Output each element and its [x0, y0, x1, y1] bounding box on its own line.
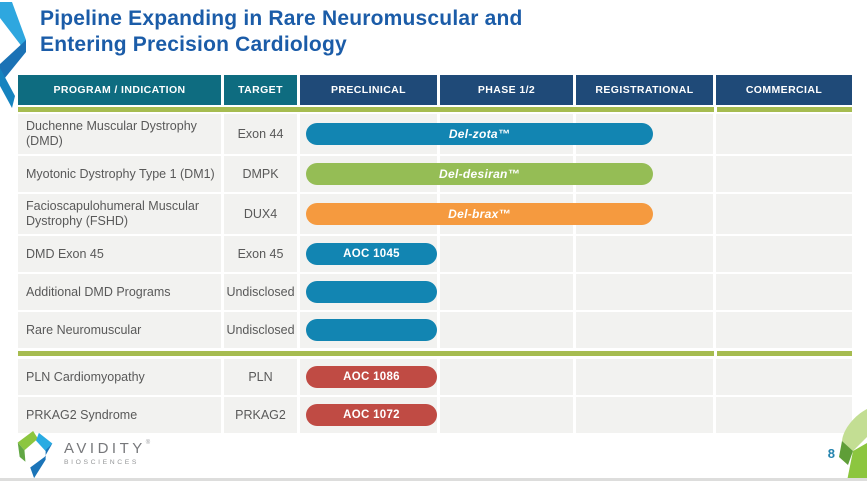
pipeline-row: Myotonic Dystrophy Type 1 (DM1) DMPK Del… [18, 156, 852, 192]
phase12-cell [440, 312, 573, 348]
target-label: Exon 45 [237, 247, 284, 261]
pipeline-row: Rare Neuromuscular Undisclosed [18, 312, 852, 348]
program-label: Rare Neuromuscular [26, 322, 142, 337]
program-cell: Facioscapulohumeral Muscular Dystrophy (… [18, 194, 221, 234]
program-label: Facioscapulohumeral Muscular Dystrophy (… [26, 199, 199, 228]
column-header: COMMERCIAL [716, 75, 852, 105]
commercial-cell [716, 274, 852, 310]
phase12-cell [440, 236, 573, 272]
program-cell: Rare Neuromuscular [18, 312, 221, 348]
column-header: PRECLINICAL [300, 75, 437, 105]
avidity-logo-icon [17, 430, 53, 479]
candidate-bar: Del-desiran™ [306, 163, 653, 185]
program-label: Additional DMD Programs [26, 284, 171, 299]
candidate-bar: Del-zota™ [306, 123, 653, 145]
target-label: DUX4 [243, 207, 278, 221]
candidate-bar [306, 281, 437, 303]
candidate-bar: AOC 1072 [306, 404, 437, 426]
target-label: DMPK [242, 167, 279, 181]
target-cell: Exon 44 [224, 114, 297, 154]
pipeline-row: PRKAG2 Syndrome PRKAG2 AOC 1072 [18, 397, 852, 433]
commercial-cell [716, 114, 852, 154]
logo-subtitle: BIOSCIENCES [64, 459, 140, 466]
program-cell: PLN Cardiomyopathy [18, 359, 221, 395]
registrational-cell [576, 397, 713, 433]
program-cell: Duchenne Muscular Dystrophy (DMD) [18, 114, 221, 154]
candidate-bar: AOC 1086 [306, 366, 437, 388]
pipeline-row: Duchenne Muscular Dystrophy (DMD) Exon 4… [18, 114, 852, 154]
commercial-cell [716, 236, 852, 272]
candidate-bar: Del-brax™ [306, 203, 653, 225]
phase12-cell [440, 359, 573, 395]
candidate-bar [306, 319, 437, 341]
pipeline-row: DMD Exon 45 Exon 45 AOC 1045 [18, 236, 852, 272]
commercial-cell [716, 312, 852, 348]
phase12-cell [440, 397, 573, 433]
target-cell: Exon 45 [224, 236, 297, 272]
program-cell: DMD Exon 45 [18, 236, 221, 272]
commercial-cell [716, 359, 852, 395]
target-label: Undisclosed [226, 323, 295, 337]
corner-leaf-icon [839, 409, 867, 481]
column-header: TARGET [224, 75, 297, 105]
slide-title: Pipeline Expanding in Rare Neuromuscular… [40, 6, 740, 58]
candidate-bar: AOC 1045 [306, 243, 437, 265]
commercial-cell [716, 194, 852, 234]
slide-title-line1: Pipeline Expanding in Rare Neuromuscular… [40, 7, 523, 30]
registrational-cell [576, 274, 713, 310]
registrational-cell [576, 236, 713, 272]
avidity-wordmark: AVIDITY® BIOSCIENCES [64, 440, 150, 466]
target-cell: Undisclosed [224, 312, 297, 348]
program-cell: Additional DMD Programs [18, 274, 221, 310]
pipeline-row: PLN Cardiomyopathy PLN AOC 1086 [18, 359, 852, 395]
program-label: Duchenne Muscular Dystrophy (DMD) [26, 119, 197, 148]
header-underline [18, 107, 852, 112]
target-cell: Undisclosed [224, 274, 297, 310]
registrational-cell [576, 359, 713, 395]
commercial-cell [716, 156, 852, 192]
program-label: DMD Exon 45 [26, 246, 104, 261]
registrational-cell [576, 312, 713, 348]
table-body: Duchenne Muscular Dystrophy (DMD) Exon 4… [18, 114, 852, 433]
column-header: REGISTRATIONAL [576, 75, 713, 105]
section-divider [18, 351, 852, 356]
program-cell: PRKAG2 Syndrome [18, 397, 221, 433]
target-label: PRKAG2 [235, 408, 286, 422]
column-header: PHASE 1/2 [440, 75, 573, 105]
logo-trademark: ® [145, 440, 151, 446]
program-label: PLN Cardiomyopathy [26, 369, 145, 384]
slide-edge [0, 478, 867, 481]
target-label: PLN [248, 370, 273, 384]
logo-name: AVIDITY [64, 440, 146, 457]
slide-title-line2: Entering Precision Cardiology [40, 33, 347, 56]
corner-ribbon-icon [0, 2, 26, 108]
pipeline-row: Facioscapulohumeral Muscular Dystrophy (… [18, 194, 852, 234]
target-label: Undisclosed [226, 285, 295, 299]
target-cell: PLN [224, 359, 297, 395]
phase12-cell [440, 274, 573, 310]
target-cell: DMPK [224, 156, 297, 192]
program-label: Myotonic Dystrophy Type 1 (DM1) [26, 166, 215, 181]
target-label: Exon 44 [237, 127, 284, 141]
program-label: PRKAG2 Syndrome [26, 407, 138, 422]
target-cell: PRKAG2 [224, 397, 297, 433]
page-number: 8 [827, 446, 835, 461]
target-cell: DUX4 [224, 194, 297, 234]
program-cell: Myotonic Dystrophy Type 1 (DM1) [18, 156, 221, 192]
pipeline-row: Additional DMD Programs Undisclosed [18, 274, 852, 310]
commercial-cell [716, 397, 852, 433]
column-header: PROGRAM / INDICATION [18, 75, 221, 105]
